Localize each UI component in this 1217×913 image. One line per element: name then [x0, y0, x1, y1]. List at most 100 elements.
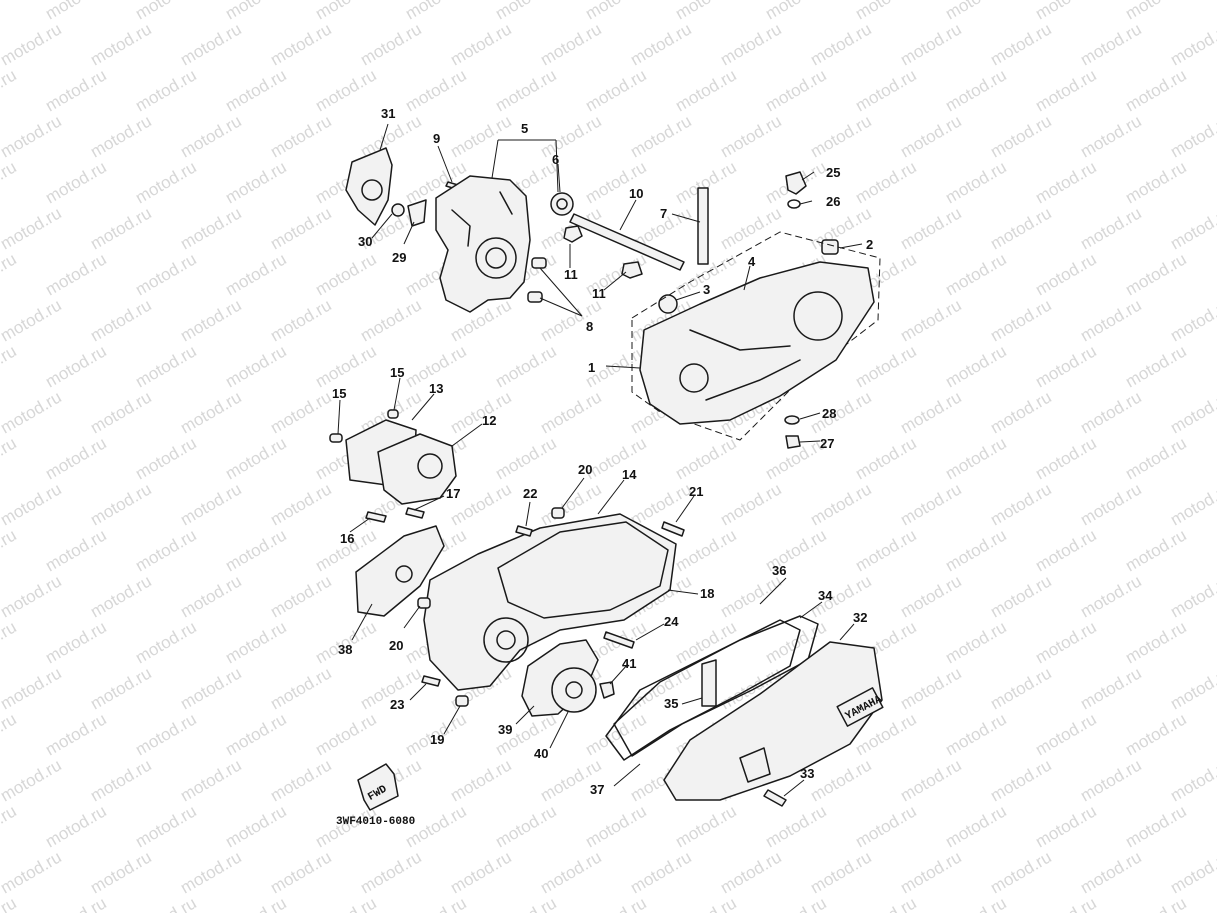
callout-20-b: 20	[389, 638, 403, 653]
callout-6: 6	[552, 152, 559, 167]
watermark-text: motod.ru	[1122, 341, 1190, 391]
watermark-text: motod.ru	[267, 19, 335, 69]
watermark-text: motod.ru	[0, 663, 65, 713]
watermark-text: motod.ru	[132, 801, 200, 851]
watermark-text: motod.ru	[1122, 525, 1190, 575]
watermark-text: motod.ru	[582, 0, 650, 23]
watermark-text: motod.ru	[0, 479, 65, 529]
part-29-clip	[407, 199, 427, 227]
callout-13: 13	[429, 381, 443, 396]
watermark-text: motod.ru	[1032, 341, 1100, 391]
watermark-text: motod.ru	[177, 755, 245, 805]
part-36-cover-seal	[605, 619, 801, 761]
watermark-text: motod.ru	[1167, 663, 1217, 713]
watermark-text: motod.ru	[1167, 755, 1217, 805]
part-15-dowel-b	[387, 409, 399, 419]
watermark-text: motod.ru	[42, 65, 110, 115]
watermark-text: motod.ru	[897, 755, 965, 805]
watermark-text: motod.ru	[1122, 433, 1190, 483]
watermark-text: motod.ru	[1167, 571, 1217, 621]
part-11-nut-b	[621, 261, 643, 279]
watermark-text: motod.ru	[267, 111, 335, 161]
watermark-text: motod.ru	[672, 893, 740, 913]
watermark-text: motod.ru	[222, 525, 290, 575]
part-26-o-ring	[787, 199, 801, 209]
watermark-text: motod.ru	[762, 0, 830, 23]
brand-plate	[836, 687, 884, 727]
callout-27: 27	[820, 436, 834, 451]
watermark-text: motod.ru	[42, 525, 110, 575]
watermark-text: motod.ru	[852, 341, 920, 391]
watermark-text: motod.ru	[1167, 111, 1217, 161]
watermark-text: motod.ru	[852, 65, 920, 115]
callout-36: 36	[772, 563, 786, 578]
watermark-text: motod.ru	[807, 479, 875, 529]
watermark-text: motod.ru	[852, 433, 920, 483]
watermark-text: motod.ru	[0, 893, 20, 913]
watermark-text: motod.ru	[177, 111, 245, 161]
watermark-text: motod.ru	[0, 111, 65, 161]
watermark-text: motod.ru	[87, 387, 155, 437]
watermark-text: motod.ru	[1032, 801, 1100, 851]
watermark-text: motod.ru	[0, 0, 20, 23]
part-37-clip	[739, 747, 771, 783]
watermark-text: motod.ru	[1032, 65, 1100, 115]
part-15-dowel-a	[329, 433, 343, 443]
watermark-text: motod.ru	[222, 433, 290, 483]
watermark-text: motod.ru	[717, 479, 785, 529]
watermark-text: motod.ru	[132, 617, 200, 667]
part-8-dowel-b	[527, 291, 543, 303]
watermark-text: motod.ru	[87, 755, 155, 805]
watermark-text: motod.ru	[0, 433, 20, 483]
part-12-oil-pump	[377, 433, 457, 505]
watermark-text: motod.ru	[672, 433, 740, 483]
part-16-bolt	[365, 511, 387, 523]
watermark-text: motod.ru	[447, 19, 515, 69]
part-14-gasket	[497, 521, 669, 619]
watermark-text: motod.ru	[1077, 111, 1145, 161]
fwd-arrow: FWD	[357, 763, 399, 811]
watermark-text: motod.ru	[357, 295, 425, 345]
watermark-text: motod.ru	[222, 157, 290, 207]
part-5-crankcase-left	[435, 175, 531, 313]
watermark-text: motod.ru	[537, 847, 605, 897]
watermark-text: motod.ru	[177, 663, 245, 713]
watermark-text: motod.ru	[42, 157, 110, 207]
watermark-text: motod.ru	[177, 479, 245, 529]
watermark-text: motod.ru	[492, 433, 560, 483]
part-41-nut	[599, 681, 615, 699]
callout-12: 12	[482, 413, 496, 428]
watermark-text: motod.ru	[987, 203, 1055, 253]
watermark-text: motod.ru	[132, 709, 200, 759]
watermark-text: motod.ru	[1167, 479, 1217, 529]
watermark-text: motod.ru	[1122, 65, 1190, 115]
watermark-text: motod.ru	[402, 893, 470, 913]
callout-15-a: 15	[390, 365, 404, 380]
watermark-text: motod.ru	[987, 847, 1055, 897]
watermark-text: motod.ru	[942, 249, 1010, 299]
watermark-text: motod.ru	[267, 755, 335, 805]
watermark-text: motod.ru	[1077, 479, 1145, 529]
watermark-text: motod.ru	[627, 847, 695, 897]
watermark-text: motod.ru	[897, 663, 965, 713]
watermark-text: motod.ru	[987, 295, 1055, 345]
watermark-text: motod.ru	[942, 65, 1010, 115]
watermark-text: motod.ru	[132, 341, 200, 391]
watermark-text: motod.ru	[222, 709, 290, 759]
watermark-text: motod.ru	[942, 893, 1010, 913]
callout-38: 38	[338, 642, 352, 657]
callout-15-b: 15	[332, 386, 346, 401]
part-20-dowel-a	[551, 507, 565, 519]
watermark-text: motod.ru	[672, 65, 740, 115]
watermark-text: motod.ru	[132, 0, 200, 23]
watermark-text: motod.ru	[357, 847, 425, 897]
callout-41: 41	[622, 656, 636, 671]
callout-28: 28	[822, 406, 836, 421]
callout-16: 16	[340, 531, 354, 546]
watermark-text: motod.ru	[132, 157, 200, 207]
callout-5: 5	[521, 121, 528, 136]
watermark-text: motod.ru	[942, 525, 1010, 575]
watermark-text: motod.ru	[897, 111, 965, 161]
part-2-bush	[821, 239, 839, 255]
